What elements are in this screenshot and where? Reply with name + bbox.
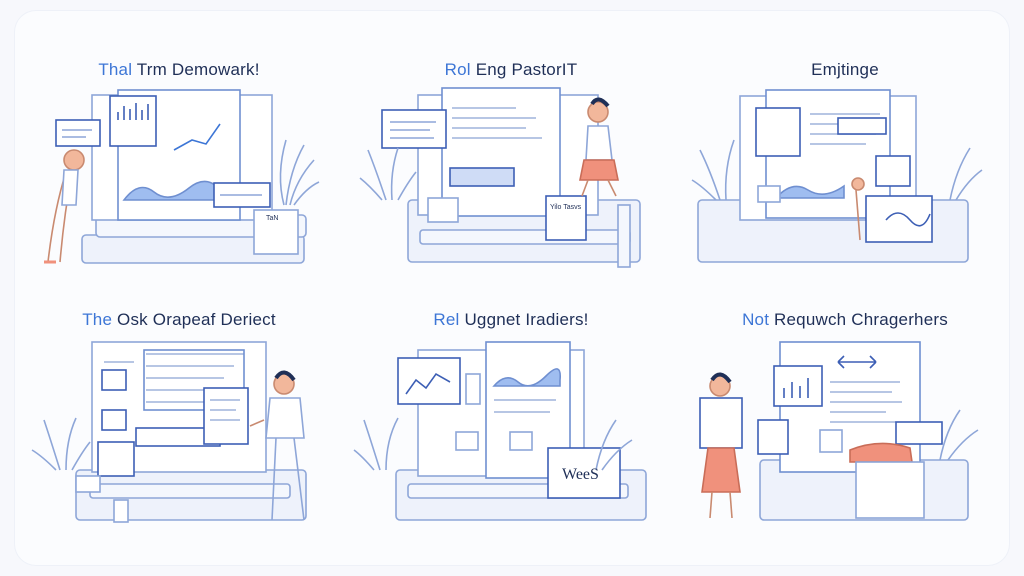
panel-4: The Osk Orapeaf Deriect — [14, 270, 344, 545]
post — [617, 204, 631, 268]
note-card — [381, 109, 447, 149]
icon-card — [427, 197, 459, 223]
panel-1: Thal Trm Demowark! — [14, 0, 344, 275]
panel-6-art — [699, 341, 979, 521]
panel-title: Rol Eng PastorIT — [346, 60, 676, 80]
panel-1-art: TaN — [44, 89, 320, 264]
arrow-icon — [837, 355, 877, 369]
task-card — [545, 195, 587, 241]
panel-title: Emjtinge — [680, 60, 1010, 80]
bar-chart-card — [773, 365, 823, 407]
line-chart-card — [397, 357, 461, 405]
doc-card — [203, 387, 249, 445]
area-chart — [774, 184, 845, 199]
panel-title-rest: Osk Orapeaf Deriect — [112, 310, 276, 329]
area-chart — [492, 368, 562, 387]
panel-title: The Osk Orapeaf Deriect — [14, 310, 344, 330]
panel-title-rest: Requwch Chragerhers — [769, 310, 948, 329]
panel-title-lead: The — [82, 310, 113, 329]
side-box-label: TaN — [266, 215, 278, 222]
panel-5: Rel Uggnet Iradiers! WeeS — [346, 270, 676, 545]
person-head — [587, 101, 609, 123]
panel-title-rest: Trm Demowark! — [132, 60, 260, 79]
map-card — [875, 155, 911, 187]
panel-2-art: Yilo Tasvs — [359, 87, 641, 268]
tablet-card — [865, 195, 933, 243]
panel-title-rest: Eng PastorIT — [470, 60, 578, 79]
panel-2: Rol Eng PastorIT Yilo Tasvs — [346, 0, 676, 275]
doc-card — [755, 107, 801, 157]
panel-title-lead: Not — [742, 310, 770, 329]
panel-title-lead: Rol — [444, 60, 471, 79]
input-field — [837, 117, 887, 135]
note-card — [55, 119, 101, 147]
panel-title: Not Requwch Chragerhers — [680, 310, 1010, 330]
badge-card — [547, 447, 621, 499]
panel-3-art — [691, 89, 983, 263]
badge-card-label: WeeS — [562, 466, 599, 483]
panel-title-lead: Thal — [98, 60, 133, 79]
panel-title: Thal Trm Demowark! — [14, 60, 344, 80]
held-doc — [699, 397, 743, 449]
panel-title-rest: Emjtinge — [811, 60, 879, 79]
panel-title-rest: Uggnet Iradiers! — [459, 310, 589, 329]
panel-title-lead: Rel — [433, 310, 460, 329]
panel-3: Emjtinge — [680, 0, 1010, 275]
task-card-label: Yilo Tasvs — [550, 204, 582, 211]
line-chart — [173, 123, 221, 151]
panel-title: Rel Uggnet Iradiers! — [346, 310, 676, 330]
panel-6: Not Requwch Chragerhers — [680, 270, 1010, 545]
side-box — [253, 209, 299, 255]
panel-5-art: WeeS — [353, 341, 647, 521]
panel-4-art — [31, 341, 307, 523]
bar-chart-card — [109, 95, 157, 147]
input-bar — [449, 167, 515, 187]
person-head — [63, 149, 85, 171]
